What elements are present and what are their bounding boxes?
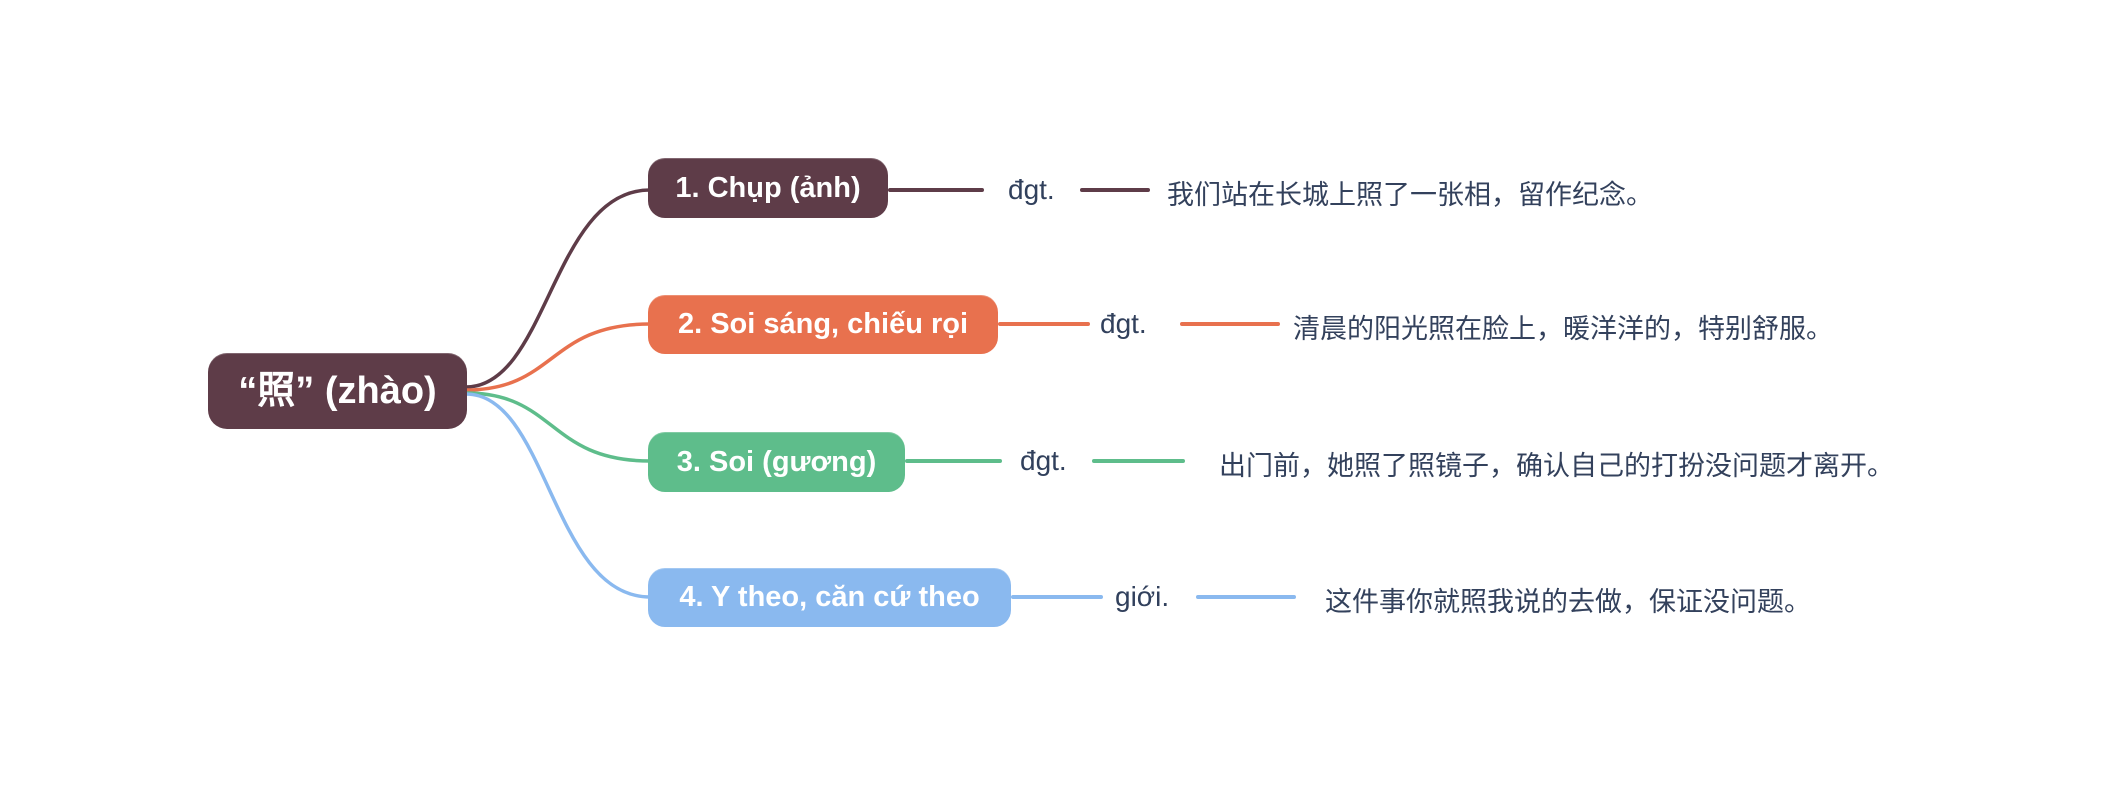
branch-1-example-link [1080,188,1150,192]
branch-4-pos-label[interactable]: giới. [1115,581,1170,612]
branch-3-example-sentence[interactable]: 出门前，她照了照镜子，确认自己的打扮没问题才离开。 [1219,451,1894,482]
branch-2-example-sentence[interactable]: 清晨的阳光照在脸上，暖洋洋的，特别舒服。 [1293,314,1833,345]
root-node[interactable]: “照” (zhào) [208,353,467,429]
branch-2-pos-label[interactable]: đgt. [1100,308,1147,339]
branch-curve-1 [464,188,652,389]
branch-node-2[interactable]: 2. Soi sáng, chiếu rọi [648,295,998,354]
branch-curve-4 [464,392,652,599]
branch-curve-3 [464,391,652,463]
branch-3-pos-label[interactable]: đgt. [1020,445,1067,476]
branch-1-node-link [888,188,984,192]
branch-2-node-link [998,322,1090,326]
branch-node-4[interactable]: 4. Y theo, căn cứ theo [648,568,1011,627]
branch-node-1[interactable]: 1. Chụp (ảnh) [648,158,888,218]
branch-4-example-sentence[interactable]: 这件事你就照我说的去做，保证没问题。 [1325,587,1811,618]
branch-3-node-link [905,459,1002,463]
branch-2-example-link [1180,322,1280,326]
branch-curve-2 [464,322,652,392]
branch-4-example-link [1196,595,1296,599]
branch-3-example-link [1092,459,1185,463]
branch-1-example-sentence[interactable]: 我们站在长城上照了一张相，留作纪念。 [1167,180,1653,211]
branch-node-3[interactable]: 3. Soi (gương) [648,432,905,492]
branch-1-pos-label[interactable]: đgt. [1008,174,1055,205]
branch-4-node-link [1011,595,1103,599]
